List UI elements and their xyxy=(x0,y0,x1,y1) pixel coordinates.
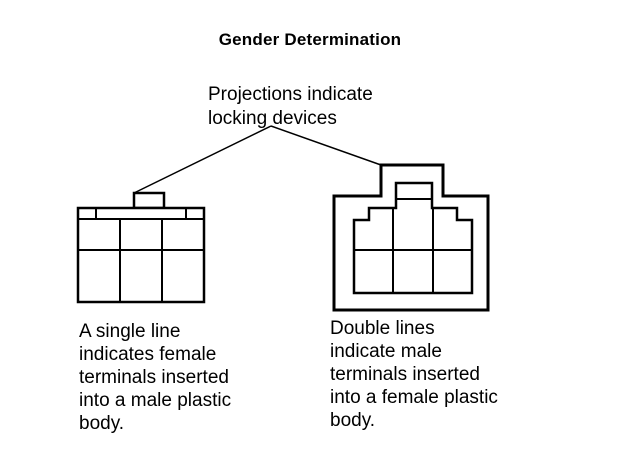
leader-line-right xyxy=(270,125,382,166)
single-line-caption: A single line indicates female terminals… xyxy=(79,320,231,435)
callout-line-1: Projections indicate xyxy=(208,84,373,105)
caption-left-line: A single line xyxy=(79,321,181,342)
caption-left-line: into a male plastic xyxy=(79,390,232,411)
caption-left-line: indicates female xyxy=(79,344,217,365)
caption-left-line: body. xyxy=(79,413,125,434)
leader-line-left xyxy=(133,125,272,194)
connector-body-left xyxy=(76,206,206,304)
caption-right-line: body. xyxy=(330,410,376,431)
double-line-connector xyxy=(332,163,490,312)
caption-right-line: into a female plastic xyxy=(330,387,498,408)
caption-right-line: Double lines xyxy=(330,318,435,339)
caption-left-line: terminals inserted xyxy=(79,367,229,388)
terminal-cells-left xyxy=(78,208,204,302)
callout-line-2: locking devices xyxy=(208,108,337,129)
locking-projection-left xyxy=(132,191,166,210)
connector-body-right-outer xyxy=(332,163,490,312)
single-line-connector xyxy=(76,191,206,304)
double-line-caption: Double lines indicate male terminals ins… xyxy=(330,317,498,432)
caption-right-line: indicate male xyxy=(330,341,442,362)
callout-leader-lines xyxy=(133,125,382,194)
terminal-cells-right xyxy=(354,208,472,293)
diagram-title: Gender Determination xyxy=(218,30,402,49)
caption-right-line: terminals inserted xyxy=(330,364,480,385)
callout-label: Projections indicate locking devices xyxy=(208,83,373,131)
